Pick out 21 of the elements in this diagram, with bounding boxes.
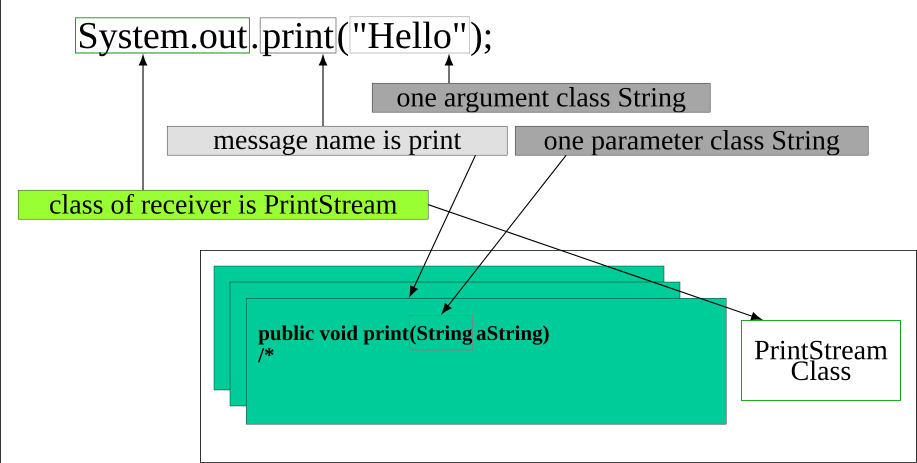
panel-frame	[200, 250, 917, 463]
code-punctuation: .	[252, 44, 258, 49]
arrow	[428, 204, 762, 320]
arrow	[444, 55, 454, 83]
code-text: aString)	[476, 325, 549, 345]
code-token-box: System.out	[75, 17, 250, 56]
callout-box: one parameter class String	[515, 126, 868, 156]
code-token-box: "Hello"	[350, 16, 470, 54]
arrow	[318, 55, 328, 126]
code-text: public void print	[258, 325, 409, 344]
callout-box: one argument class String	[372, 83, 710, 112]
arrow	[409, 155, 476, 296]
code-text: /*	[258, 348, 274, 362]
arrow	[442, 155, 566, 314]
callout-box: message name is print	[167, 126, 508, 156]
arrow	[138, 55, 148, 190]
class-box: PrintStream Class	[741, 320, 901, 401]
code-punctuation: (	[338, 22, 348, 56]
callout-box: class of receiver is PrintStream	[18, 190, 428, 220]
code-punctuation: );	[471, 22, 490, 56]
code-token-box: print	[260, 17, 336, 56]
